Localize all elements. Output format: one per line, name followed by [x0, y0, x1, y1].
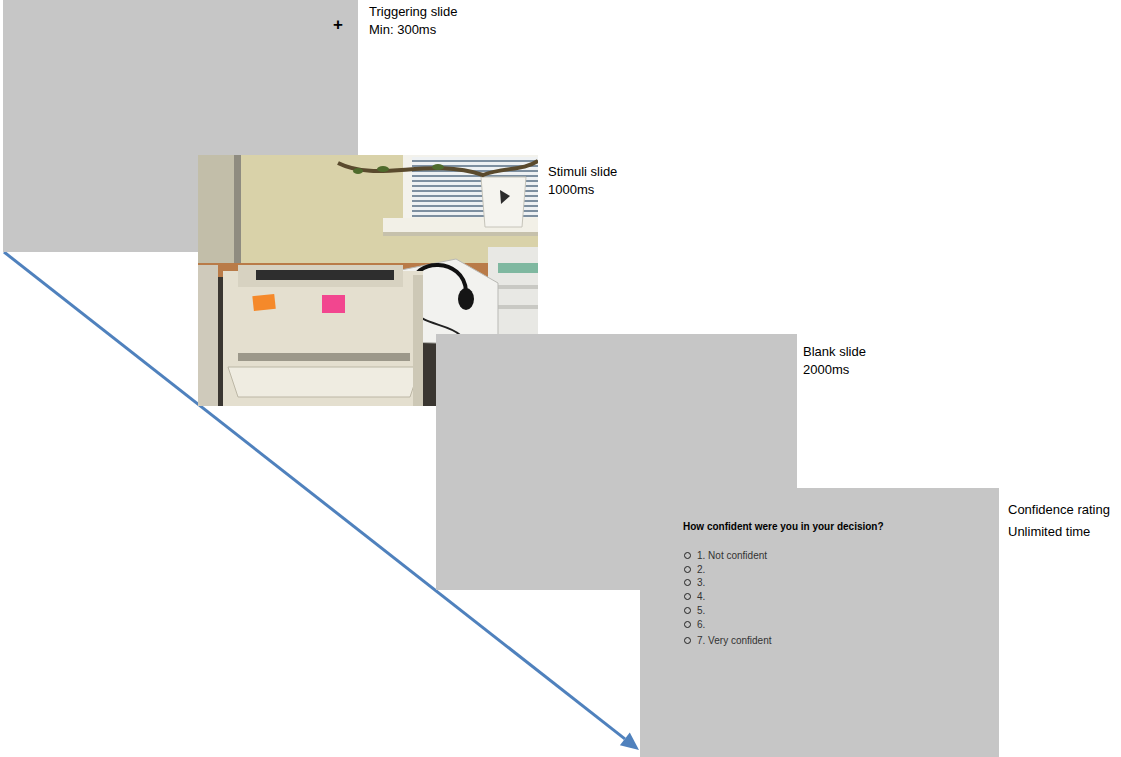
rating-option: 6. [697, 619, 705, 631]
rating-option: 4. [697, 591, 705, 603]
photo-detail [256, 270, 394, 280]
radio-circle [684, 621, 691, 628]
photo-detail [322, 295, 345, 313]
photo-detail [493, 305, 538, 309]
rating-option: 1. Not confident [697, 550, 767, 562]
rating-option: 2. [697, 564, 705, 576]
slide-label: Triggering slide [369, 4, 457, 20]
rating-option: 7. Very confident [697, 635, 772, 647]
arrow-head [620, 733, 639, 750]
photo-detail [500, 190, 510, 204]
photo-detail [252, 294, 275, 311]
photo-detail [234, 155, 241, 275]
photo-detail [223, 271, 423, 406]
radio-circle [684, 637, 691, 644]
rating-option: 3. [697, 577, 705, 589]
slide-duration: 2000ms [803, 362, 849, 378]
photo-detail [353, 168, 363, 174]
slide-label: Confidence rating [1008, 502, 1110, 518]
radio-circle [684, 552, 691, 559]
photo-detail [493, 285, 538, 289]
photo-detail [238, 265, 403, 287]
photo-detail [228, 367, 420, 397]
photo-detail [498, 263, 538, 273]
rating-question: How confident were you in your decision? [683, 521, 884, 533]
photo-detail [338, 161, 538, 175]
photo-detail [238, 353, 410, 361]
radio-circle [684, 593, 691, 600]
slide-duration: 1000ms [548, 182, 594, 198]
photo-detail [413, 275, 423, 406]
radio-circle [684, 566, 691, 573]
slide-label: Stimuli slide [548, 164, 617, 180]
fixation-cross: + [333, 15, 343, 35]
radio-circle [684, 579, 691, 586]
photo-detail [198, 265, 218, 406]
rating-option: 5. [697, 605, 705, 617]
photo-detail [432, 164, 444, 170]
photo-detail [481, 177, 526, 227]
slide-duration: Min: 300ms [369, 22, 436, 38]
photo-detail [458, 288, 474, 310]
rating-slide: How confident were you in your decision?… [640, 488, 999, 757]
photo-detail [383, 232, 538, 236]
photo-detail [377, 166, 389, 172]
slide-duration: Unlimited time [1008, 524, 1090, 540]
radio-circle [684, 607, 691, 614]
slide-label: Blank slide [803, 344, 866, 360]
photo-detail [198, 155, 234, 275]
